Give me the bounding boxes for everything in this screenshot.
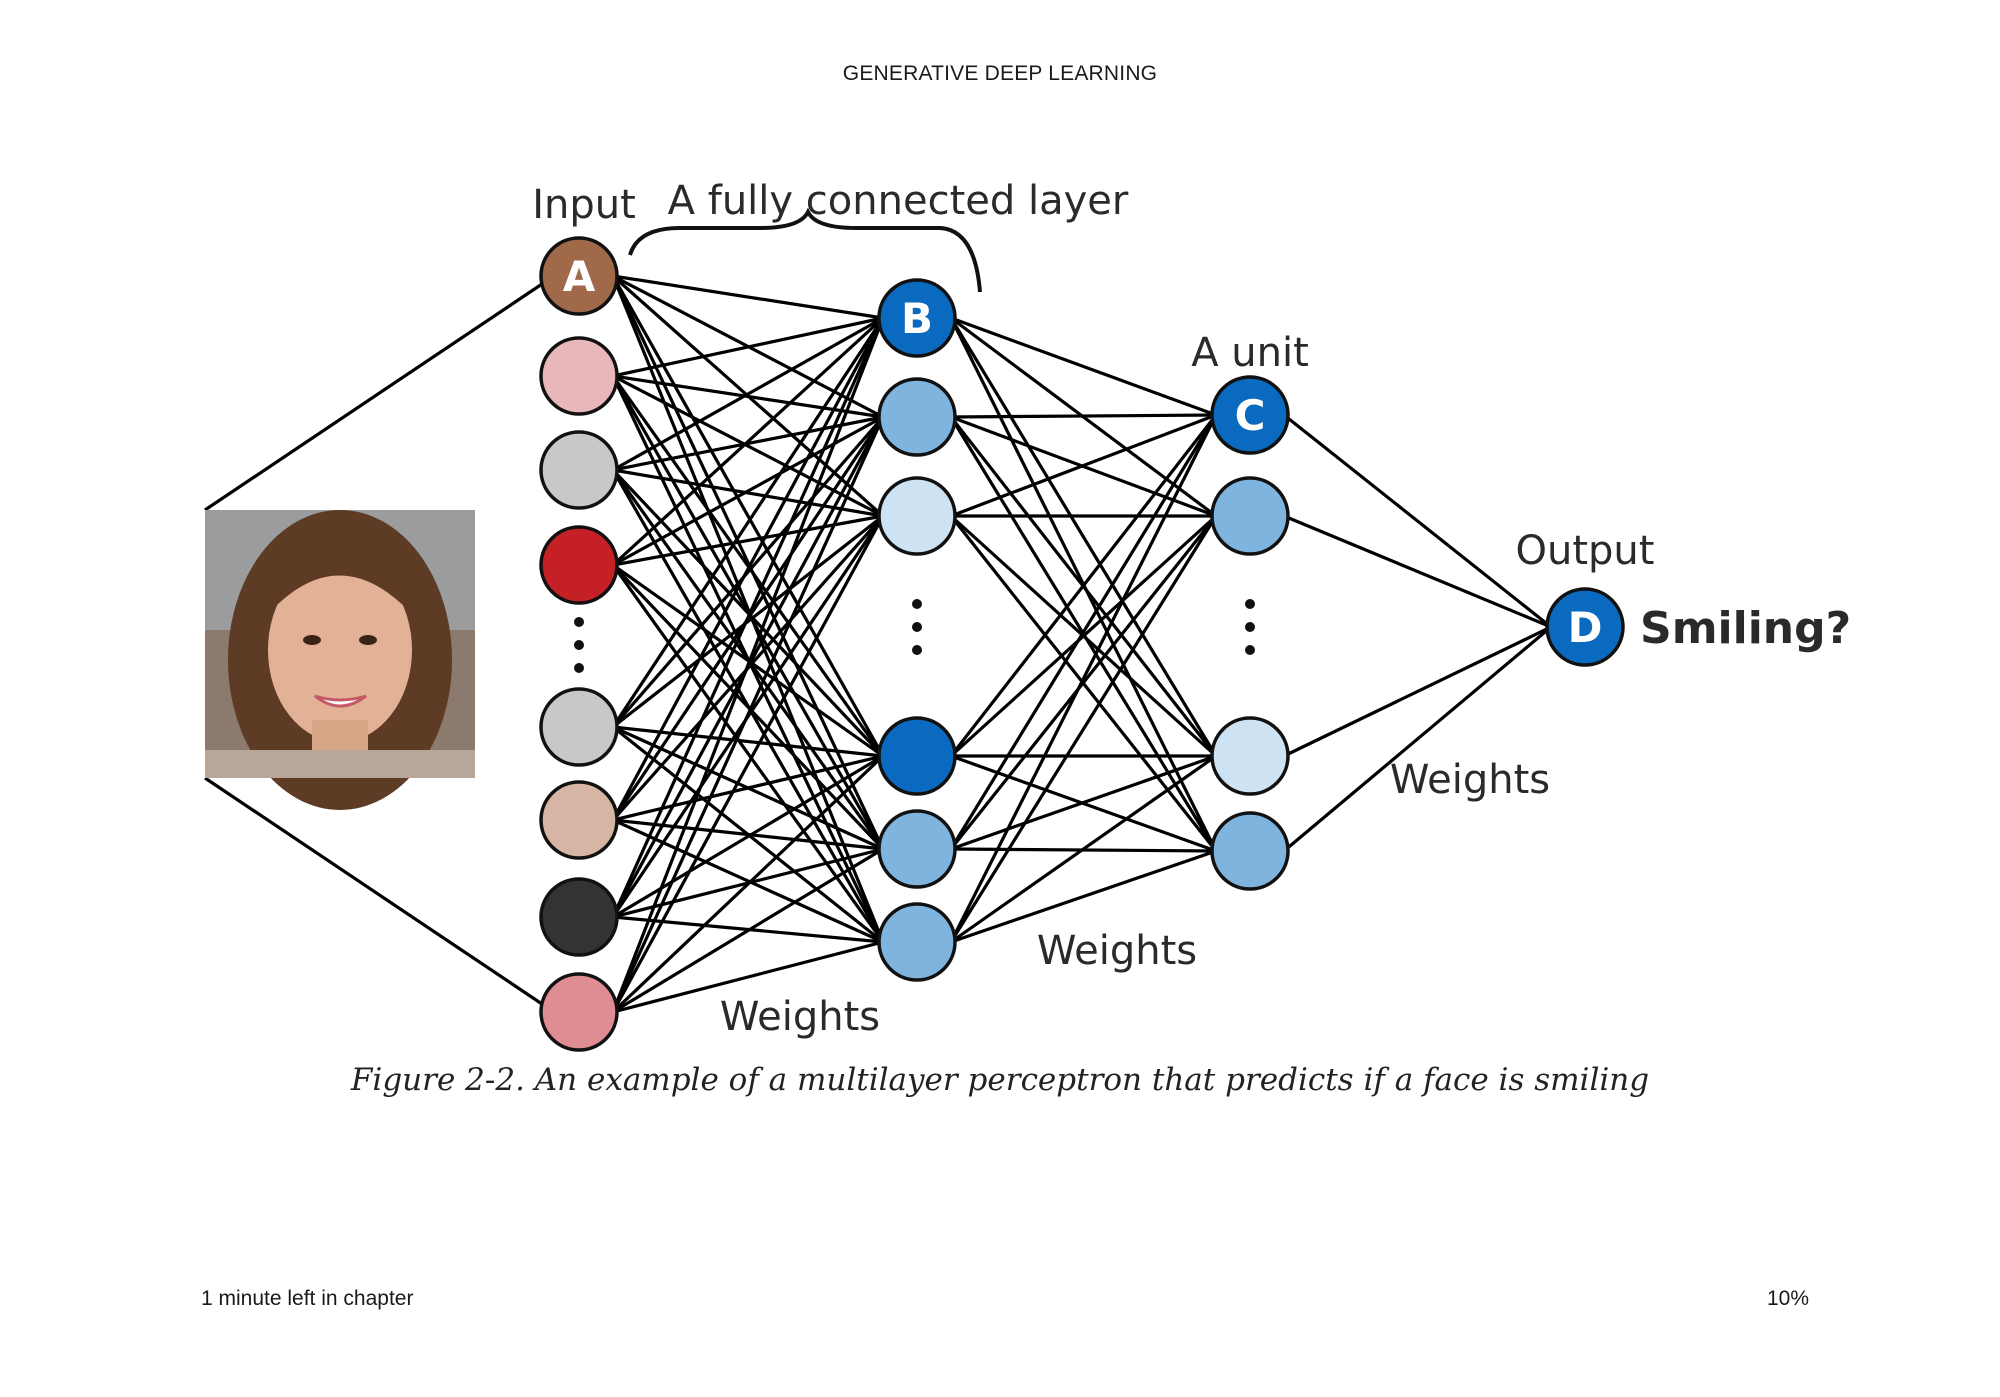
weight-edge-hidden1-hidden2 (950, 413, 1217, 518)
weight-edge-input-hidden1 (612, 754, 884, 919)
input-node-2 (539, 430, 619, 510)
hidden1-node-1 (877, 377, 957, 457)
weight-edge-hidden1-hidden2 (950, 849, 1217, 944)
hidden2-ellipsis-dot-1 (1245, 622, 1255, 632)
weight-edge-input-hidden1 (611, 275, 885, 850)
photo-connector-top (204, 280, 546, 512)
weight-edge-input-hidden1 (611, 317, 885, 728)
weight-edge-input-hidden1 (612, 847, 884, 1014)
hidden2-node-3 (1210, 811, 1290, 891)
output-node-letter: D (1568, 603, 1603, 652)
network-nodes: A B C D (539, 236, 1625, 1052)
hidden1-node-5 (877, 902, 957, 982)
input-ellipsis-dot-1 (574, 640, 584, 650)
weight-edge-hidden2-output (1283, 413, 1552, 629)
chapter-time-remaining: 1 minute left in chapter (201, 1287, 414, 1310)
weight-edge-input-hidden1 (611, 563, 885, 851)
layer-brace (628, 207, 982, 293)
hidden1-node-0 (877, 278, 957, 358)
input-node-0 (539, 236, 619, 316)
output-label: Output (1516, 528, 1655, 574)
weight-edge-input-hidden1 (611, 468, 885, 758)
weight-edge-hidden1-hidden2 (949, 317, 1218, 757)
hidden2-node-2 (1210, 716, 1290, 796)
weight-edge-input-hidden1 (611, 317, 885, 918)
weight-edge-input-hidden1 (612, 725, 884, 758)
figure-caption: Figure 2-2. An example of a multilayer p… (350, 1062, 1650, 1098)
mlp-figure: A B C D Input A fully connected layer A uni… (204, 178, 1851, 1052)
hidden2-node-1 (1210, 476, 1290, 556)
hidden1-node-3 (877, 716, 957, 796)
unit-label: A unit (1191, 330, 1309, 376)
weight-edge-input-hidden1 (611, 275, 885, 757)
weight-edge-input-hidden1 (612, 415, 884, 567)
weight-edge-hidden1-hidden2 (950, 413, 1217, 419)
weight-edge-hidden1-hidden2 (950, 316, 1217, 417)
weight-edge-input-hidden1 (612, 274, 884, 320)
input-label: Input (532, 182, 636, 228)
face-photo (205, 510, 475, 810)
weight-edge-hidden1-hidden2 (949, 414, 1218, 850)
hidden1-ellipsis-dot-0 (912, 599, 922, 609)
weight-edge-input-hidden1 (612, 374, 884, 518)
input-node-6 (539, 877, 619, 957)
input-ellipsis-dot-2 (574, 663, 584, 673)
input-node-7 (539, 972, 619, 1052)
weight-edge-input-hidden1 (611, 275, 885, 943)
hidden2-node-0-letter: C (1235, 391, 1266, 440)
weight-edge-hidden1-hidden2 (950, 754, 1217, 944)
weight-edge-input-hidden1 (611, 317, 885, 821)
weight-edge-input-hidden1 (611, 416, 885, 1013)
weight-edge-input-hidden1 (612, 818, 884, 944)
weight-edge-hidden1-hidden2 (949, 414, 1218, 757)
output-node (1545, 587, 1625, 667)
hidden2-ellipsis-dot-2 (1245, 645, 1255, 655)
input-node-3 (539, 525, 619, 605)
weight-edge-input-hidden1 (612, 754, 884, 822)
weight-edge-hidden1-hidden2 (949, 515, 1218, 943)
weight-edge-input-hidden1 (611, 316, 885, 567)
input-node-0-letter: A (563, 252, 596, 301)
weight-edge-input-hidden1 (611, 317, 885, 1013)
weight-edge-hidden2-output (1283, 625, 1552, 758)
weight-edge-input-hidden1 (612, 514, 884, 567)
book-title: GENERATIVE DEEP LEARNING (842, 62, 1158, 85)
weight-edge-input-hidden1 (612, 316, 884, 472)
hidden1-node-4 (877, 809, 957, 889)
weight-edge-input-hidden1 (612, 468, 884, 518)
weight-edge-hidden1-hidden2 (950, 754, 1217, 851)
weight-edge-hidden1-hidden2 (949, 515, 1218, 850)
photo-connector-bottom (204, 776, 546, 1008)
reading-progress: 10% (1766, 1287, 1809, 1310)
weight-edge-input-hidden1 (612, 940, 884, 1014)
weight-edge-input-hidden1 (611, 564, 885, 943)
hidden1-ellipsis-dot-2 (912, 645, 922, 655)
weight-edge-hidden2-output (1283, 514, 1552, 629)
hidden1-node-2 (877, 476, 957, 556)
weight-connections (204, 274, 1553, 1014)
weight-edge-input-hidden1 (612, 514, 884, 729)
input-ellipsis-dot-0 (574, 617, 584, 627)
weight-edge-input-hidden1 (611, 515, 885, 1013)
hidden2-node-0 (1210, 375, 1290, 455)
weight-edge-hidden1-hidden2 (949, 414, 1218, 943)
input-node-1 (539, 336, 619, 416)
weights-label-2: Weights (1037, 928, 1197, 974)
weight-edge-input-hidden1 (612, 316, 884, 378)
fully-connected-label: A fully connected layer (668, 178, 1129, 224)
weight-edge-input-hidden1 (612, 374, 884, 419)
hidden1-node-0-letter: B (901, 294, 933, 343)
input-node-4 (539, 687, 619, 767)
input-node-5 (539, 780, 619, 860)
weight-edge-input-hidden1 (611, 754, 885, 1014)
hidden1-ellipsis-dot-1 (912, 622, 922, 632)
weights-label-1: Weights (720, 994, 880, 1040)
weight-edge-input-hidden1 (612, 563, 884, 758)
smiling-label: Smiling? (1640, 603, 1851, 654)
weights-label-3: Weights (1390, 757, 1550, 803)
weight-edge-hidden1-hidden2 (949, 514, 1218, 758)
hidden2-ellipsis-dot-0 (1245, 599, 1255, 609)
weight-edge-hidden2-output (1282, 625, 1553, 853)
weight-edge-input-hidden1 (612, 818, 884, 851)
